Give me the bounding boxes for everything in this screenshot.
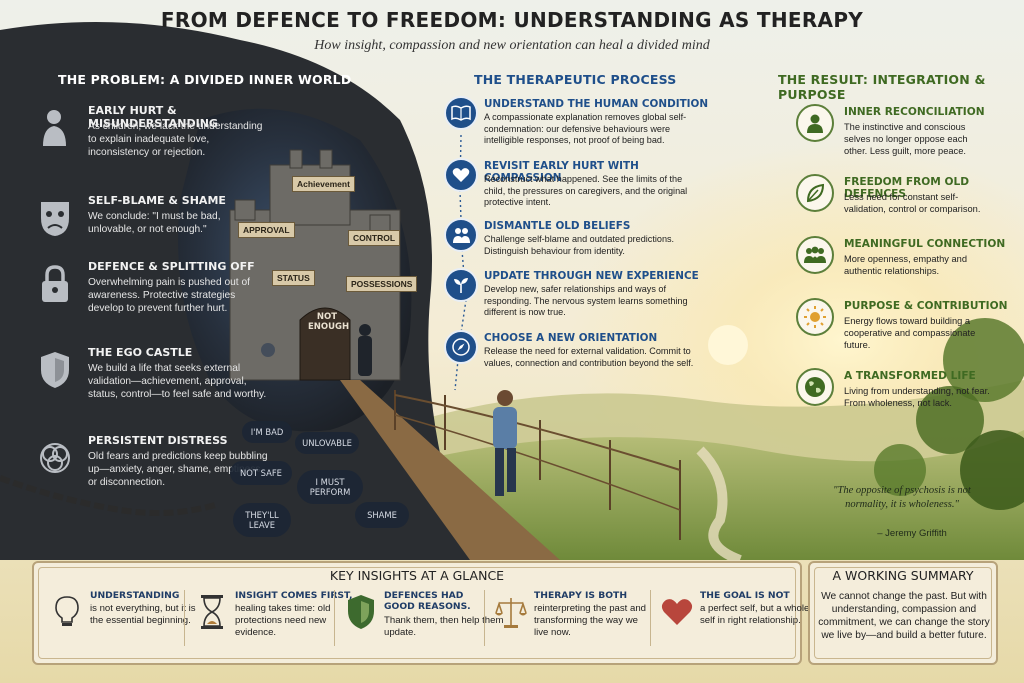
process-text: Reconstruct what happened. See the limit… (484, 174, 688, 208)
quote-author: – Jeremy Griffith (877, 528, 947, 539)
padlock-icon (38, 264, 72, 304)
compass-icon (444, 330, 478, 364)
people-icon (444, 218, 478, 252)
insight-title: INSIGHT COMES FIRST, (235, 590, 353, 601)
page-subtitle: How insight, compassion and new orientat… (314, 38, 710, 53)
summary-heading: A WORKING SUMMARY (832, 568, 974, 583)
insight-text: is not everything, but it is the essenti… (90, 603, 196, 626)
sun-icon (796, 298, 834, 336)
result-text: More openness, empathy and authentic rel… (844, 254, 968, 276)
castle-label-status: STATUS (272, 270, 315, 286)
tangle-icon (38, 438, 72, 478)
leaf-icon (796, 174, 834, 212)
page-title: FROM DEFENCE TO FREEDOM: UNDERSTANDING A… (160, 8, 864, 32)
group-icon (796, 236, 834, 274)
person-icon (796, 104, 834, 142)
insight-text: healing takes time: old protections need… (235, 603, 331, 638)
result-title: FREEDOM FROM OLD DEFENCES (844, 176, 970, 200)
insight-text: Thank them, then help them update. (384, 615, 504, 638)
process-title: REVISIT EARLY HURT WITH COMPASSION (484, 160, 639, 184)
result-title: INNER RECONCILIATION (844, 106, 985, 118)
sprout-icon (444, 268, 478, 302)
insight-text: reinterpreting the past and transforming… (534, 603, 647, 638)
result-heading: THE RESULT: INTEGRATION & PURPOSE (778, 72, 986, 102)
problem-title: SELF-BLAME & SHAME (88, 194, 226, 207)
problem-title: DEFENCE & SPLITTING OFF (88, 260, 255, 273)
key-insights-heading: KEY INSIGHTS AT A GLANCE (329, 568, 505, 583)
process-text: Release the need for external validation… (484, 346, 694, 368)
castle-door-label: NOT ENOUGH (308, 312, 350, 332)
castle-label-approval: APPROVAL (238, 222, 295, 238)
thought-bubble: I MUST PERFORM (297, 470, 363, 504)
result-text: Living from understanding, not fear. Fro… (844, 386, 990, 408)
result-text: Less need for constant self-validation, … (844, 192, 981, 214)
heart-icon (444, 158, 478, 192)
process-title: UNDERSTAND THE HUMAN CONDITION (484, 98, 709, 110)
divider (334, 590, 335, 646)
problem-text: We build a life that seeks external vali… (88, 363, 267, 400)
result-text: The instinctive and conscious selves no … (844, 122, 968, 156)
quote-text: "The opposite of psychosis is not normal… (833, 485, 971, 510)
insight-title: THERAPY IS BOTH (534, 590, 628, 601)
thought-bubble: UNLOVABLE (295, 432, 359, 454)
shield-icon (344, 592, 378, 632)
process-title: DISMANTLE OLD BELIEFS (484, 220, 631, 232)
castle-label-possessions: POSSESSIONS (346, 276, 418, 292)
process-text: A compassionate explanation removes glob… (484, 112, 687, 146)
process-text: Challenge self-blame and outdated predic… (484, 234, 675, 256)
insight-title: THE GOAL IS NOT (700, 590, 790, 601)
divider (184, 590, 185, 646)
insight-text: a perfect self, but a whole self in righ… (700, 603, 810, 626)
book-icon (444, 96, 478, 130)
problem-heading: THE PROBLEM: A DIVIDED INNER WORLD (58, 72, 352, 87)
hourglass-icon (195, 592, 229, 632)
shield-icon (38, 350, 72, 390)
thought-bubble: THEY'LL LEAVE (233, 503, 291, 537)
problem-text: As children, we lack the understanding t… (88, 121, 263, 158)
heart-icon (660, 592, 694, 632)
globe-icon (796, 368, 834, 406)
thought-bubble: SHAME (355, 502, 409, 528)
summary-panel (808, 561, 998, 665)
castle-label-control: CONTROL (348, 230, 401, 246)
process-heading: THE THERAPEUTIC PROCESS (474, 72, 677, 87)
castle-label-achievement: Achievement (292, 176, 355, 192)
result-title: PURPOSE & CONTRIBUTION (844, 300, 1008, 312)
problem-title: PERSISTENT DISTRESS (88, 434, 228, 447)
result-title: A TRANSFORMED LIFE (844, 370, 976, 382)
problem-title: EARLY HURT & MISUNDERSTANDING (88, 104, 218, 130)
summary-text: We cannot change the past. But with unde… (818, 591, 990, 641)
result-title: MEANINGFUL CONNECTION (844, 238, 1006, 250)
thought-bubble: NOT SAFE (230, 461, 292, 485)
scales-icon (494, 592, 528, 632)
result-text: Energy flows toward building a cooperati… (844, 316, 976, 350)
insight-title: DEFENCES HAD GOOD REASONS. (384, 590, 471, 612)
problem-text: Old fears and predictions keep bubbling … (88, 451, 268, 488)
divider (650, 590, 651, 646)
divider (484, 590, 485, 646)
insight-title: UNDERSTANDING (90, 590, 180, 601)
thought-bubble: I'M BAD (242, 421, 292, 443)
lightbulb-icon (50, 592, 84, 632)
problem-text: Overwhelming pain is pushed out of aware… (88, 277, 250, 314)
problem-title: THE EGO CASTLE (88, 346, 193, 359)
process-title: CHOOSE A NEW ORIENTATION (484, 332, 658, 344)
child-icon (38, 108, 72, 148)
mask-icon (38, 198, 72, 238)
process-text: Develop new, safer relationships and way… (484, 284, 688, 318)
problem-text: We conclude: "I must be bad, unlovable, … (88, 211, 221, 235)
process-title: UPDATE THROUGH NEW EXPERIENCE (484, 270, 699, 282)
